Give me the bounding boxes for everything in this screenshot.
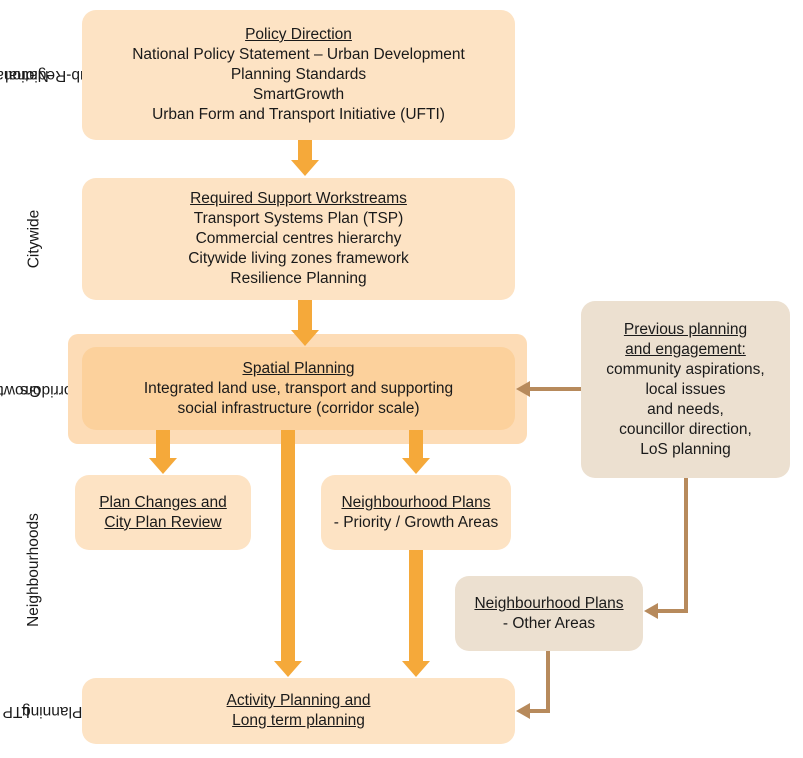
plan-changes-title-2: City Plan Review: [104, 513, 222, 531]
activity-planning-title-1: Activity Planning and: [226, 692, 371, 709]
arrow-spatial-to-neighbourhood-priority: [402, 430, 430, 474]
arrow-spatial-to-plan-changes: [149, 430, 177, 474]
activity-planning-title-2: Long term planning: [232, 712, 365, 729]
spatial-planning-box: Spatial Planning Integrated land use, tr…: [82, 347, 515, 430]
previous-line: and needs,: [647, 400, 724, 418]
arrow-spatial-to-activity: [274, 430, 302, 677]
previous-line: LoS planning: [640, 440, 731, 458]
previous-line: community aspirations,: [606, 360, 765, 378]
plan-changes-title-1: Plan Changes and: [99, 493, 227, 511]
spatial-planning-title: Spatial Planning: [242, 359, 355, 377]
arrow-previous-to-neighbourhood-other: [644, 478, 688, 619]
previous-planning-box: Previous planning and engagement: commun…: [581, 301, 790, 478]
arrow-neighbourhood-priority-to-activity: [402, 550, 430, 677]
spatial-line: social infrastructure (corridor scale): [177, 399, 420, 417]
neighbourhood-plans-priority-box: Neighbourhood Plans - Priority / Growth …: [321, 475, 511, 550]
support-workstreams-title: Required Support Workstreams: [190, 190, 407, 207]
arrow-support-to-spatial: [291, 300, 319, 346]
activity-planning-box: Activity Planning and Long term planning: [82, 678, 515, 744]
arrow-policy-to-support: [291, 140, 319, 176]
policy-line: Urban Form and Transport Initiative (UFT…: [152, 106, 445, 123]
neighbourhood-plans-other-title: Neighbourhood Plans: [474, 594, 624, 612]
support-workstreams-box: Required Support Workstreams Transport S…: [82, 178, 515, 300]
previous-line: councillor direction,: [619, 420, 752, 438]
neighbourhood-plans-priority-sub: - Priority / Growth Areas: [333, 513, 499, 531]
neighbourhood-plans-priority-title: Neighbourhood Plans: [341, 493, 491, 511]
arrow-neighbourhood-other-to-activity: [516, 651, 550, 719]
previous-line: local issues: [645, 380, 726, 398]
policy-direction-title: Policy Direction: [245, 26, 352, 43]
previous-planning-title-1: Previous planning: [623, 320, 748, 338]
spatial-line: Integrated land use, transport and suppo…: [143, 379, 454, 397]
neighbourhood-plans-other-box: Neighbourhood Plans - Other Areas: [455, 576, 643, 651]
policy-line: SmartGrowth: [252, 86, 345, 103]
support-line: Resilience Planning: [230, 270, 367, 287]
neighbourhood-plans-other-sub: - Other Areas: [502, 614, 596, 632]
plan-changes-box: Plan Changes and City Plan Review: [75, 475, 251, 550]
policy-line: Planning Standards: [230, 66, 367, 83]
policy-line: National Policy Statement – Urban Develo…: [132, 46, 465, 63]
policy-direction-box: Policy Direction National Policy Stateme…: [82, 10, 515, 140]
support-line: Citywide living zones framework: [188, 250, 409, 267]
support-line: Commercial centres hierarchy: [195, 230, 402, 247]
previous-planning-title-2: and engagement:: [625, 340, 746, 358]
arrow-previous-to-spatial: [516, 381, 581, 397]
support-line: Transport Systems Plan (TSP): [193, 210, 404, 227]
